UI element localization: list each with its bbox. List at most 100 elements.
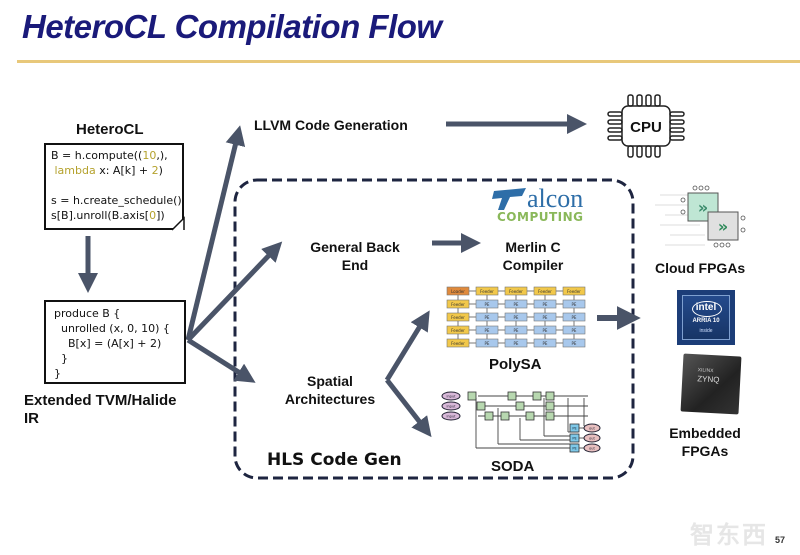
cloud-fpga-icon: » » xyxy=(655,185,746,248)
xilinx-product: ZYNQ xyxy=(697,374,720,385)
soda-buffer xyxy=(545,401,555,411)
spatial-line1: Spatial xyxy=(307,373,353,389)
heterocl-code-line xyxy=(51,178,182,193)
polysa-feeder xyxy=(446,312,470,322)
polysa-cell-label: PE xyxy=(485,315,490,320)
polysa-pe xyxy=(533,338,557,348)
heterocl-code: B = h.compute((10,), lambda x: A[k] + 2)… xyxy=(46,145,182,223)
soda-input xyxy=(441,411,461,421)
title-underline xyxy=(17,60,800,63)
polysa-pe xyxy=(533,325,557,335)
xilinx-brand: XILINX xyxy=(697,367,714,375)
soda-output-label: out xyxy=(589,427,595,431)
soda-output-label: out xyxy=(589,447,595,451)
hls-codegen-label: HLS Code Gen xyxy=(267,450,402,470)
falcon-computing-sub: COMPUTING xyxy=(497,210,584,224)
arrow-ir-to-backend xyxy=(186,241,283,342)
falcon-wordmark: alcon xyxy=(527,184,584,213)
soda-pe-label: PE xyxy=(572,437,576,441)
heterocl-code-line: s = h.create_schedule() xyxy=(51,194,182,207)
polysa-feeder xyxy=(446,299,470,309)
soda-input-label: input xyxy=(446,405,456,409)
embedded-line1: Embedded xyxy=(669,425,741,441)
polysa-cell-label: PE xyxy=(572,341,577,346)
polysa-cell-label: PE xyxy=(514,315,519,320)
polysa-cell-label: Feeder xyxy=(451,328,465,333)
page-number: 57 xyxy=(775,535,786,545)
soda-buffer xyxy=(532,391,542,401)
polysa-feeder xyxy=(475,286,499,296)
cpu-chip-icon xyxy=(607,94,685,158)
polysa-cell-label: PE xyxy=(514,328,519,333)
heterocl-heading: HeteroCL xyxy=(76,121,144,138)
arrow-ir-to-llvm xyxy=(185,125,246,341)
svg-text:»: » xyxy=(698,198,708,217)
polysa-cell-label: PE xyxy=(543,341,548,346)
cloud-fpgas-label: Cloud FPGAs xyxy=(655,260,746,276)
soda-output xyxy=(583,423,601,433)
spatial-arch-label: Spatial Architectures xyxy=(270,372,390,408)
soda-buffer xyxy=(500,411,510,421)
ir-label-line1: Extended TVM/Halide xyxy=(24,392,177,409)
polysa-pe xyxy=(504,325,528,335)
polysa-cell-label: Feeder xyxy=(451,315,465,320)
soda-label: SODA xyxy=(491,458,535,475)
soda-buffer xyxy=(467,391,477,401)
polysa-cell-label: Feeder xyxy=(509,289,523,294)
soda-pe-label: PE xyxy=(572,447,576,451)
polysa-cell-label: PE xyxy=(514,302,519,307)
polysa-cell-label: PE xyxy=(514,341,519,346)
merlin-line1: Merlin C xyxy=(505,239,561,255)
xilinx-zynq-chip: XILINX ZYNQ xyxy=(680,353,742,415)
polysa-cell-label: Feeder xyxy=(451,302,465,307)
intel-badge-inner: intel ARRIA 10 inside xyxy=(682,295,730,340)
general-backend-line2: End xyxy=(341,257,369,273)
heterocl-code-line: B = h.compute((10,), xyxy=(51,149,168,162)
polysa-cell-label: PE xyxy=(543,328,548,333)
polysa-pe xyxy=(475,299,499,309)
ir-code-box: produce B { unrolled (x, 0, 10) { B[x] =… xyxy=(44,300,186,384)
polysa-cell-label: Feeder xyxy=(480,289,494,294)
polysa-cell-label: PE xyxy=(572,328,577,333)
polysa-cell-label: Feeder xyxy=(538,289,552,294)
polysa-cell-label: Loader xyxy=(451,289,465,294)
polysa-pe xyxy=(562,338,586,348)
intel-product: ARRIA 10 xyxy=(692,318,720,324)
polysa-loader xyxy=(446,286,470,296)
intel-arria10-logo: intel ARRIA 10 inside xyxy=(677,290,735,345)
polysa-cell-label: PE xyxy=(485,302,490,307)
arrow-spatial-to-polysa xyxy=(384,310,430,382)
polysa-pe xyxy=(475,312,499,322)
polysa-pe xyxy=(504,312,528,322)
soda-input xyxy=(441,391,461,401)
soda-pe-label: PE xyxy=(572,427,576,431)
soda-buffer xyxy=(507,391,517,401)
general-backend-line1: General Back xyxy=(310,239,400,255)
polysa-feeder xyxy=(533,286,557,296)
polysa-label: PolySA xyxy=(489,356,542,373)
polysa-cell-label: PE xyxy=(543,302,548,307)
polysa-feeder xyxy=(562,286,586,296)
cpu-label: CPU xyxy=(630,119,662,136)
polysa-pe xyxy=(533,299,557,309)
soda-input-label: input xyxy=(446,415,456,419)
slide-title: HeteroCL Compilation Flow xyxy=(22,8,442,45)
embedded-fpgas-label: Embedded FPGAs xyxy=(650,424,760,460)
soda-buffer xyxy=(515,401,525,411)
ir-code: produce B { unrolled (x, 0, 10) { B[x] =… xyxy=(54,307,170,380)
polysa-pe xyxy=(475,325,499,335)
polysa-cell-label: PE xyxy=(543,315,548,320)
ir-label-line2: IR xyxy=(24,410,39,427)
soda-buffer xyxy=(545,411,555,421)
svg-text:»: » xyxy=(718,217,728,236)
heterocl-code-line: s[B].unroll(B.axis[0]) xyxy=(51,209,165,222)
polysa-feeder xyxy=(504,286,528,296)
polysa-pe xyxy=(562,299,586,309)
intel-ring-icon xyxy=(692,301,722,317)
heterocl-code-line: lambda x: A[k] + 2) xyxy=(54,164,163,177)
falcon-logo-icon xyxy=(492,188,526,210)
polysa-cell-label: Feeder xyxy=(451,341,465,346)
